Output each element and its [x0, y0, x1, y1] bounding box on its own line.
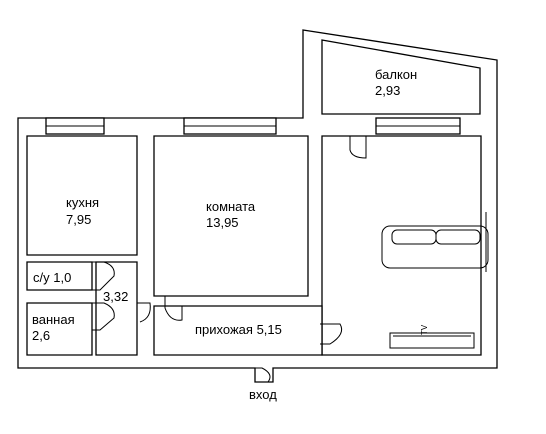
windows [45, 117, 461, 135]
corridor-area [95, 261, 138, 356]
corridor-area-value: 3,32 [103, 289, 129, 304]
balcony-name: балкон [375, 67, 418, 82]
entrance-label: вход [249, 387, 277, 402]
doors [92, 136, 367, 383]
toilet-area-value: 1,0 [53, 270, 72, 285]
hallway-area [153, 305, 323, 356]
toilet-label: с/у 1,0 [33, 270, 71, 285]
hallway-label: прихожая 5,15 [195, 322, 282, 337]
balcony-area-value: 2,93 [375, 83, 401, 98]
sofa-icon [381, 212, 489, 272]
balcony-area [321, 39, 481, 115]
bathroom-name: ванная [32, 312, 75, 327]
kitchen-area [26, 135, 138, 256]
hallway-area-value: 5,15 [256, 322, 282, 337]
hallway-name: прихожая [195, 322, 253, 337]
toilet-name: с/у [33, 270, 50, 285]
room-name: комната [206, 199, 256, 214]
room-area [153, 135, 309, 297]
bathroom-area [26, 302, 93, 356]
room-area-value: 13,95 [206, 215, 239, 230]
tv-stand-icon [389, 332, 475, 349]
tv-label: TV [420, 324, 429, 335]
bathroom-area-value: 2,6 [32, 328, 51, 343]
kitchen-area-value: 7,95 [66, 212, 92, 227]
kitchen-name: кухня [66, 195, 100, 210]
living-area [321, 135, 482, 356]
